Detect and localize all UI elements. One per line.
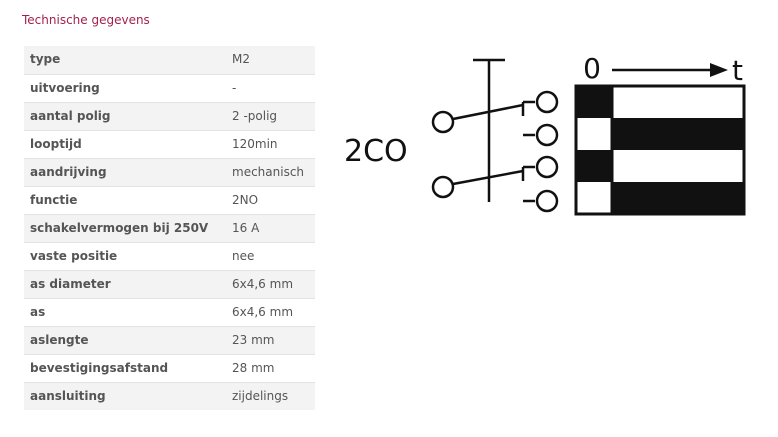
section-title: Technische gegevens (22, 13, 150, 27)
contact-type-label: 2CO (344, 134, 408, 169)
spec-value: 2NO (226, 186, 315, 215)
spec-label: bevestigingsafstand (24, 354, 226, 383)
common-terminal-1 (431, 110, 455, 134)
spec-label: aandrijving (24, 158, 226, 187)
spec-value: 2 -polig (226, 102, 315, 131)
spec-label: aslengte (24, 326, 226, 355)
spec-value: 23 mm (226, 326, 315, 355)
timing-cell (612, 118, 744, 150)
spec-value: - (226, 74, 315, 103)
timing-cell (576, 86, 612, 118)
switching-diagram: 2CO 0 t (344, 52, 746, 216)
terminal-no-2 (535, 189, 559, 213)
spec-label: aantal polig (24, 102, 226, 131)
spec-label: as diameter (24, 270, 226, 299)
spec-label: looptijd (24, 130, 226, 159)
switch-blade-1 (452, 103, 524, 121)
terminal-no-1 (535, 123, 559, 147)
spec-label: uitvoering (24, 74, 226, 103)
spec-value: 6x4,6 mm (226, 298, 315, 327)
table-row: uitvoering- (24, 74, 315, 103)
spec-value: M2 (226, 46, 315, 75)
terminal-nc-2 (535, 155, 559, 179)
time-origin-label: 0 (583, 52, 601, 85)
timing-cell (612, 182, 744, 214)
common-terminal-2 (431, 175, 455, 199)
timing-chart (574, 84, 746, 216)
spec-value: zijdelings (226, 382, 315, 410)
spec-label: aansluiting (24, 382, 226, 410)
spec-label: as (24, 298, 226, 327)
spec-label: type (24, 46, 226, 75)
time-axis-arrow (710, 63, 728, 77)
spec-label: vaste positie (24, 242, 226, 271)
spec-value: 16 A (226, 214, 315, 243)
spec-value: mechanisch (226, 158, 315, 187)
spec-value: 28 mm (226, 354, 315, 383)
time-axis-label: t (732, 54, 743, 87)
timing-cell (576, 150, 612, 182)
spec-value: nee (226, 242, 315, 271)
spec-label: functie (24, 186, 226, 215)
spec-value: 120min (226, 130, 315, 159)
terminal-nc-1 (535, 90, 559, 114)
spec-label: schakelvermogen bij 250V (24, 214, 226, 243)
spec-value: 6x4,6 mm (226, 270, 315, 299)
switch-blade-2 (452, 169, 524, 186)
